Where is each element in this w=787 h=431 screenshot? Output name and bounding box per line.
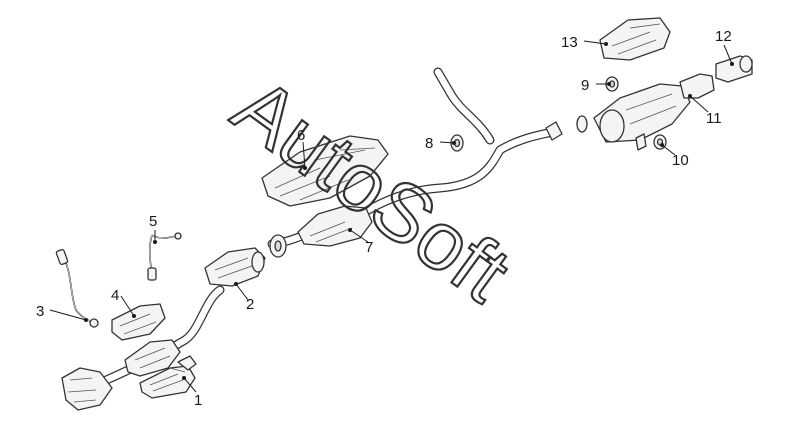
callout-labels: 1 2 3 4 5 6 7 8 9 10 11 12 13 <box>36 28 732 409</box>
callout-13: 13 <box>561 34 578 51</box>
callout-12: 12 <box>715 28 732 45</box>
part-4-heat-shield <box>111 303 166 341</box>
callout-7: 7 <box>365 239 373 256</box>
callout-3: 3 <box>36 303 44 320</box>
part-13-rear-heat-shield <box>599 17 671 61</box>
callout-6: 6 <box>297 127 305 144</box>
callout-10: 10 <box>672 152 689 169</box>
callout-4: 4 <box>111 287 119 304</box>
front-manifold <box>61 339 181 411</box>
callout-5: 5 <box>149 213 157 230</box>
part-6-heat-shield <box>261 135 389 207</box>
part-11-rear-muffler <box>593 73 715 151</box>
part-2-catalytic-converter <box>204 247 266 287</box>
part-7-resonator <box>297 205 373 247</box>
callout-11: 11 <box>706 110 722 127</box>
callout-2: 2 <box>246 296 254 313</box>
callout-8: 8 <box>425 135 433 152</box>
callout-9: 9 <box>581 77 589 94</box>
leader-lines <box>49 40 734 393</box>
flange-rear <box>545 115 588 141</box>
part-5-oxygen-sensor <box>147 232 182 281</box>
part-3-oxygen-sensor <box>55 248 99 328</box>
part-1-heat-shield <box>139 355 197 399</box>
watermark: AutoSoft <box>217 61 525 320</box>
part-8-rubber-mount <box>450 134 464 152</box>
part-12-tailpipe-tip <box>715 55 753 83</box>
flange-front <box>269 234 287 258</box>
callout-1: 1 <box>194 392 202 409</box>
main-exhaust-pipe <box>90 67 557 390</box>
